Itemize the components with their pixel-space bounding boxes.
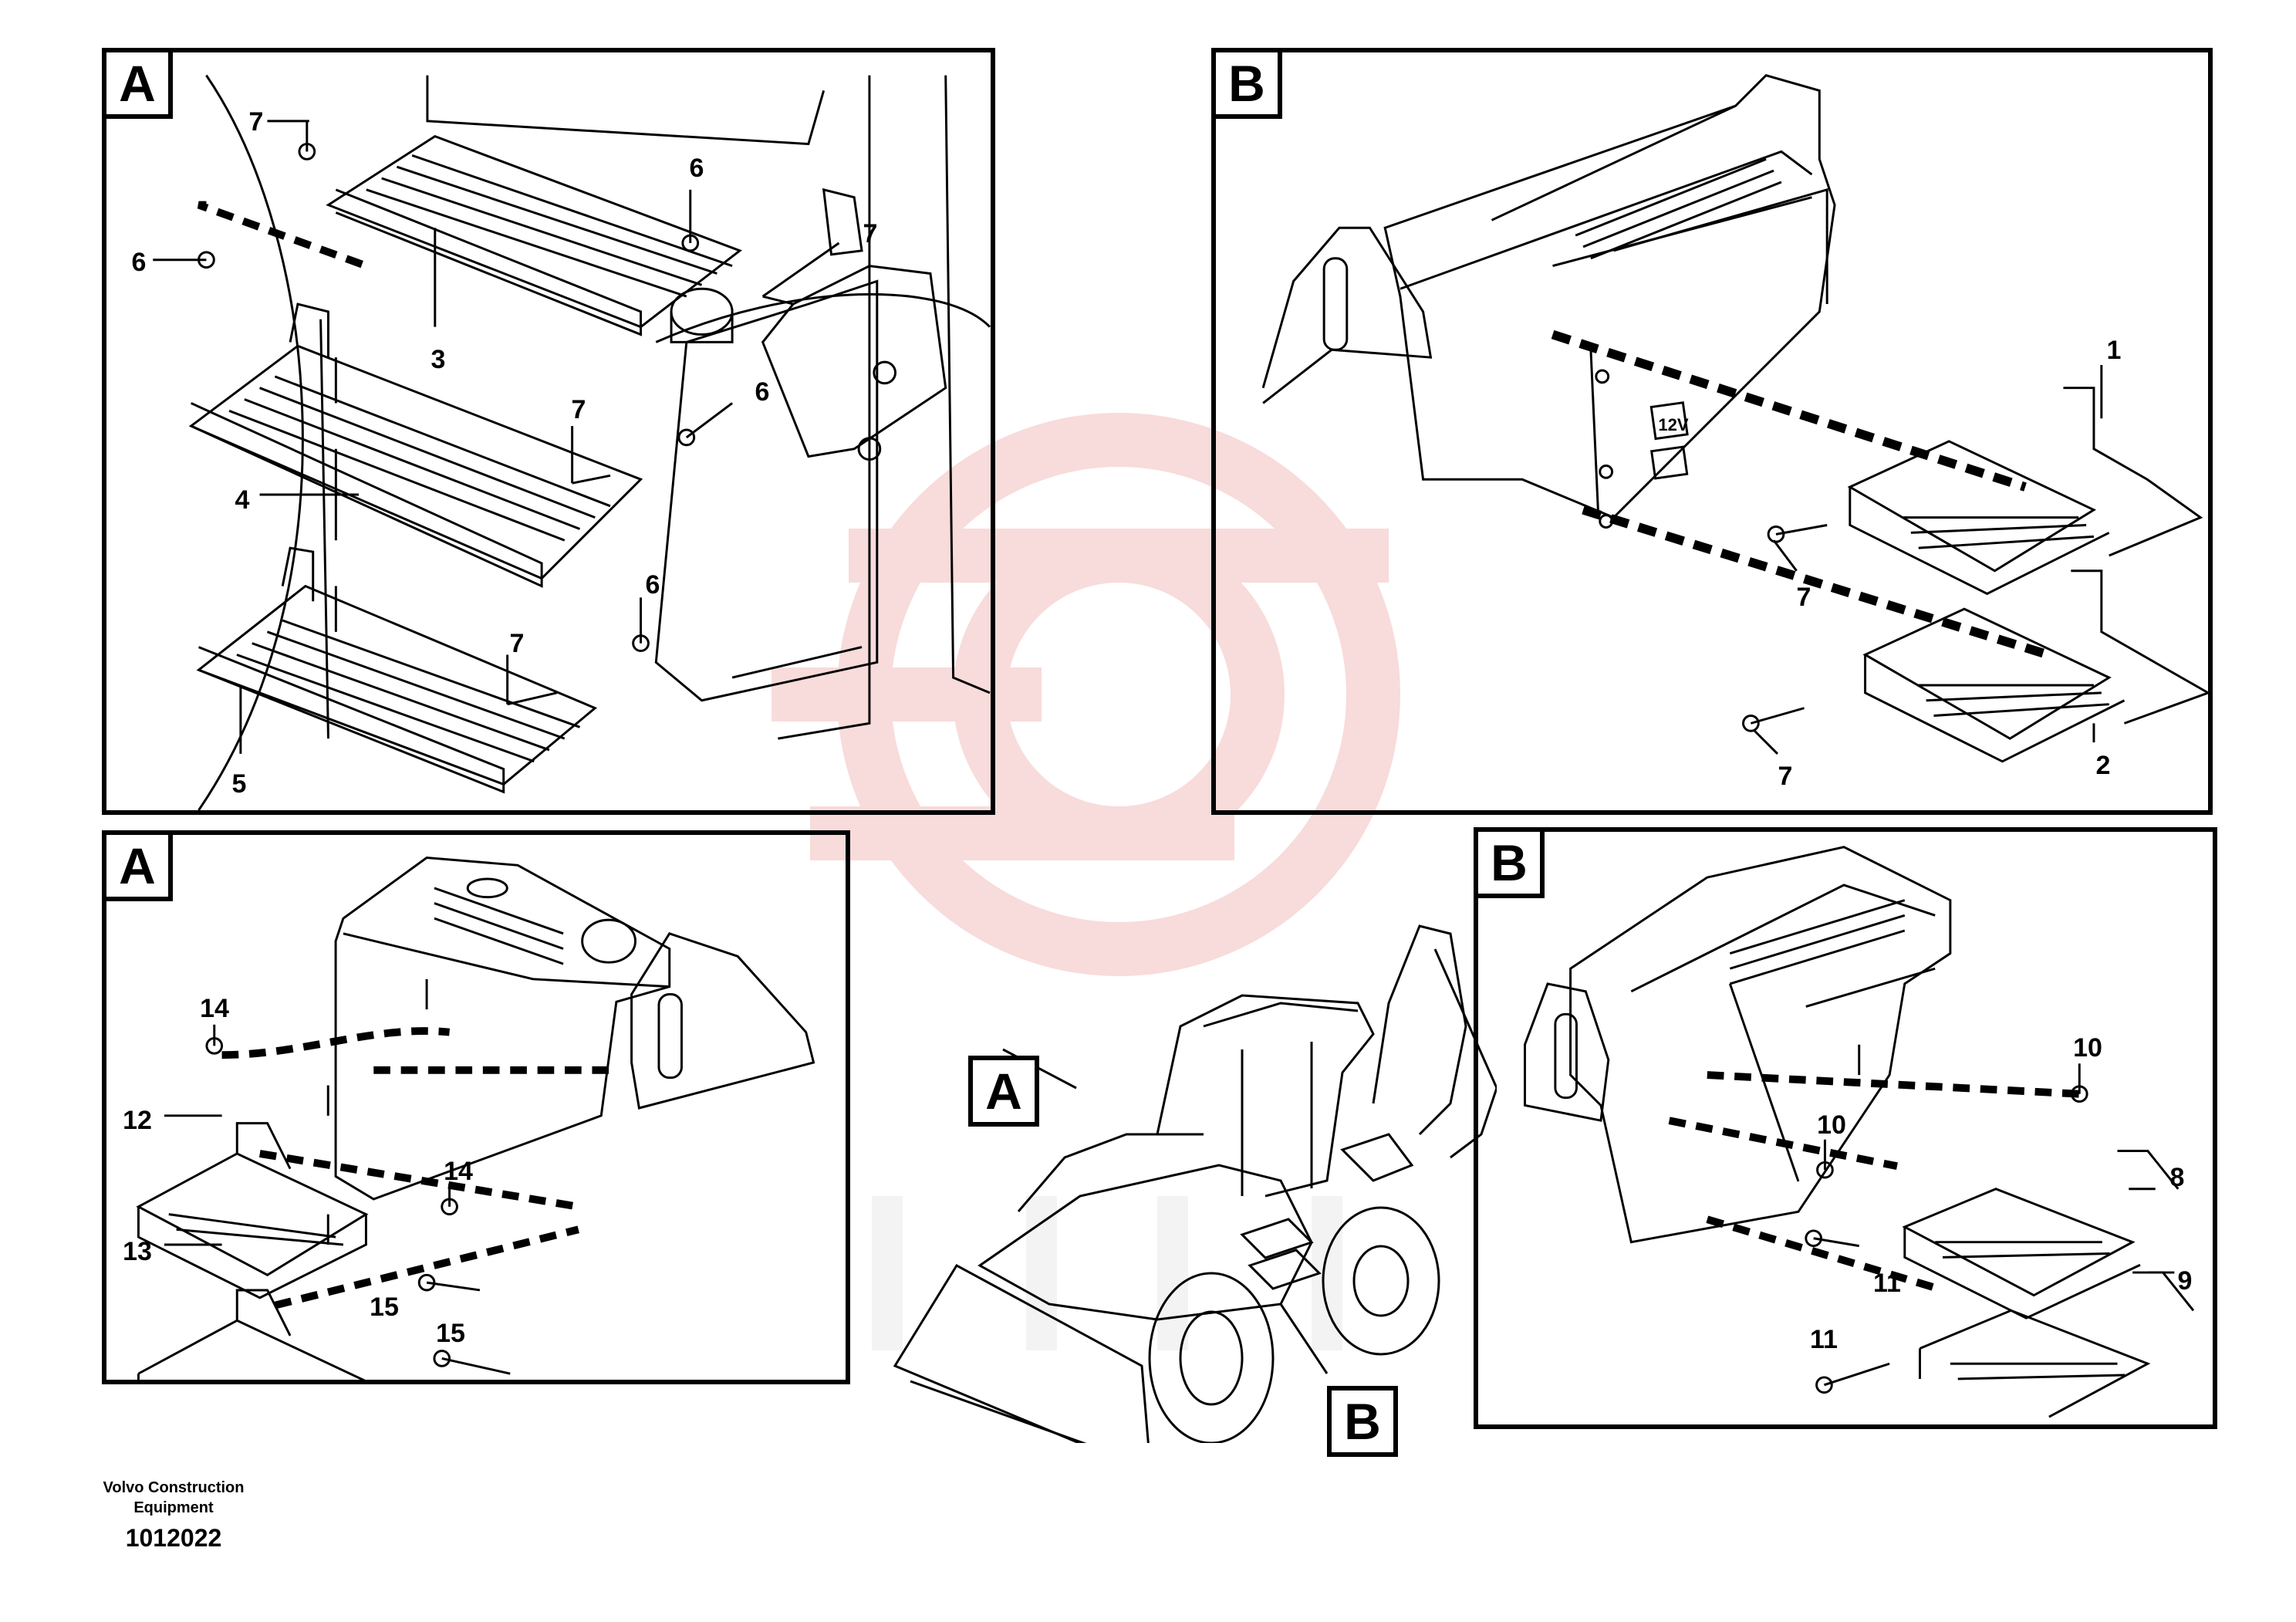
part-number: 2 [2095,751,2111,780]
part-number: 15 [370,1293,399,1322]
steps-drawing-a-bottom [136,856,815,1380]
part-number: 4 [235,485,250,515]
part-number: 6 [689,154,704,183]
part-number: 5 [231,769,247,799]
panel-label: A [102,830,173,901]
part-number: 7 [509,629,525,658]
part-number: 10 [2073,1033,2102,1063]
panel-b-bottom: B [1474,827,2217,1429]
part-number: 1 [2106,336,2122,365]
part-number: 6 [755,377,770,407]
part-number: 7 [571,395,586,424]
steps-drawing-a-top [153,74,991,810]
callout-a: A [968,1056,1039,1127]
part-number: 14 [444,1157,473,1186]
part-number: 8 [2169,1163,2185,1192]
steps-drawing-b-bottom [1524,846,2195,1418]
panel-b-top: B [1211,48,2213,815]
part-number: 9 [2177,1266,2193,1296]
panel-label: B [1474,827,1545,898]
part-number: 13 [123,1237,152,1266]
battery-label: 12V [1658,415,1689,434]
backhoe-loader-overview [893,924,1497,1443]
part-number: 14 [200,994,229,1023]
part-number: 7 [1778,762,1793,791]
part-number: 6 [131,248,147,277]
part-number: 15 [436,1319,465,1348]
callout-b: B [1327,1386,1398,1457]
part-number: 7 [1796,583,1811,612]
panel-label: B [1211,48,1282,119]
part-number: 11 [1873,1269,1901,1298]
part-number: 3 [430,345,446,374]
panel-label: A [102,48,173,119]
part-number: 6 [645,570,660,600]
part-number: 11 [1810,1325,1838,1354]
panel-a-bottom: A [102,830,850,1384]
part-number: 7 [248,107,264,137]
part-number: 12 [123,1106,152,1135]
steps-drawing-b-top [1261,73,2208,763]
part-number: 10 [1817,1110,1846,1140]
company-name: Volvo Construction Equipment [103,1479,245,1516]
drawing-code: 1012022 [125,1524,222,1552]
panel-a-top: A [102,48,995,815]
part-number: 7 [863,219,878,248]
